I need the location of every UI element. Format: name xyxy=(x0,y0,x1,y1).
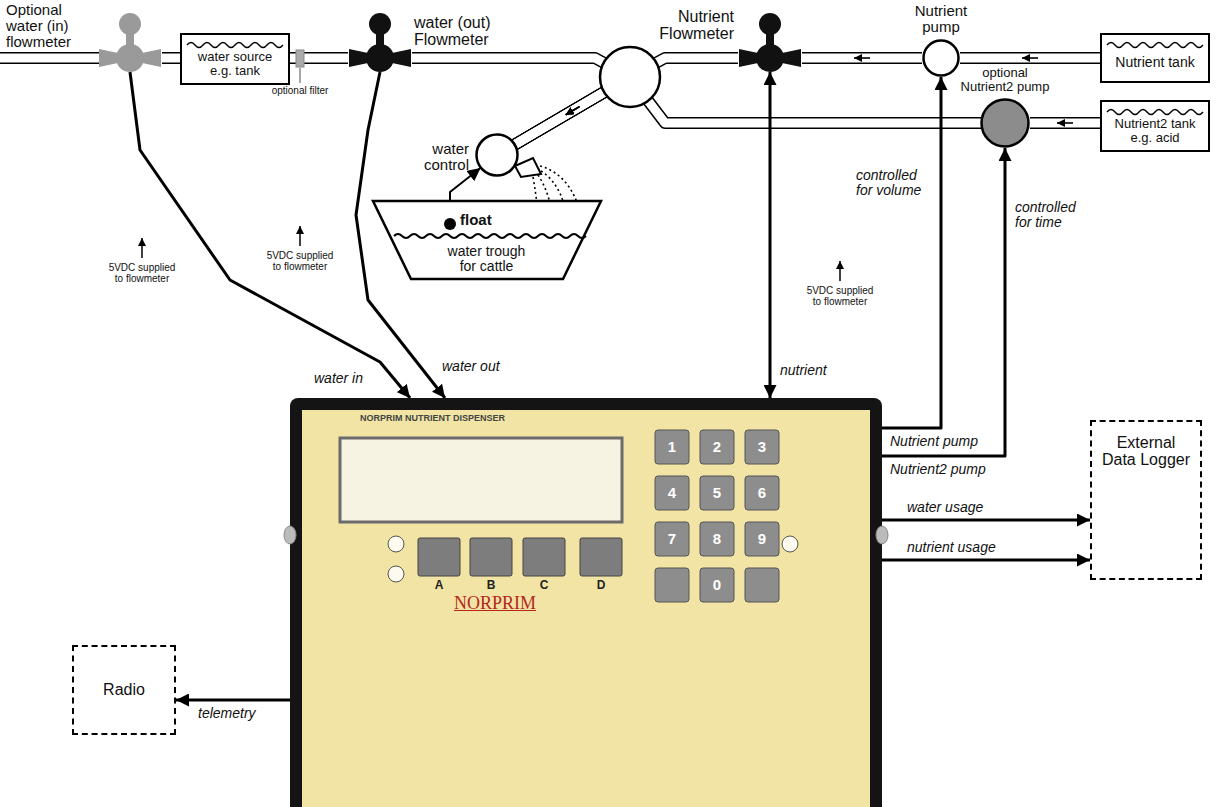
flow-arrow xyxy=(1057,122,1073,124)
pipe xyxy=(802,52,922,64)
node-label: Nutrient pump xyxy=(901,3,981,35)
pipe-inner xyxy=(515,77,981,144)
tank-box: water source e.g. tank xyxy=(180,33,290,85)
supply-arrow xyxy=(299,226,301,246)
signal-wire xyxy=(130,72,410,398)
pump-circle-shape xyxy=(980,98,1030,148)
pipe xyxy=(960,52,1100,64)
edge-label: nutrient usage xyxy=(905,539,998,555)
edge-label: telemetry xyxy=(196,705,258,721)
signal-wire xyxy=(882,77,941,428)
flowmeter: Optional water (in) flowmeter xyxy=(98,12,162,72)
pump-circle-shape xyxy=(922,39,960,77)
supply-note: 5VDC supplied to flowmeter xyxy=(104,262,180,284)
flowmeter: water (out) Flowmeter xyxy=(348,12,412,72)
node-label: float xyxy=(460,212,510,228)
edge-label: water usage xyxy=(905,499,985,515)
flowmeter-shape xyxy=(98,12,162,72)
water-trough: float water trough for cattle xyxy=(372,200,602,280)
node-label: optional Nutrient2 pump xyxy=(955,66,1055,94)
keypad-digit: 9 xyxy=(745,522,779,556)
pipe xyxy=(1030,117,1100,129)
supply-arrow xyxy=(839,261,841,281)
keypad-digit: 1 xyxy=(655,430,689,464)
flow-arrow xyxy=(854,57,870,59)
pump-circle: optional Nutrient2 pump xyxy=(980,98,1030,148)
node-label: water (out) Flowmeter xyxy=(414,14,514,49)
tank-box-shape xyxy=(182,35,292,51)
edge-label: Nutrient2 pump xyxy=(888,461,988,477)
node-label: water trough for cattle xyxy=(439,244,534,274)
keypad-digit: 4 xyxy=(655,476,689,510)
pipe-inner xyxy=(802,54,922,63)
water-control: water control xyxy=(475,133,519,177)
button-letter: C xyxy=(523,579,565,592)
tank-box: Nutrient2 tank e.g. acid xyxy=(1100,100,1210,152)
controller-panel: NORPRIM NUTRIENT DISPENSER NORPRIM 123 456 7… xyxy=(290,398,882,807)
node-label: External Data Logger xyxy=(1098,434,1194,469)
tank-box: Nutrient tank xyxy=(1100,33,1210,83)
pipe xyxy=(162,52,180,64)
pipe-inner xyxy=(960,54,1100,63)
supply-note: 5VDC supplied to flowmeter xyxy=(262,250,338,272)
pump-circle: Nutrient pump xyxy=(922,39,960,77)
mixing-junction xyxy=(600,47,660,107)
edge-label: nutrient xyxy=(778,362,829,378)
part-note: optional filter xyxy=(270,85,330,96)
keypad-digit: 2 xyxy=(700,430,734,464)
radio-box: Radio xyxy=(72,645,176,735)
edge-label: Nutrient pump xyxy=(888,433,980,449)
node-label: NORPRIM NUTRIENT DISPENSER xyxy=(360,414,560,424)
keypad-digit: 7 xyxy=(655,522,689,556)
filter-symbol xyxy=(296,50,304,67)
pipe xyxy=(515,77,981,144)
node-label: Nutrient2 tank e.g. acid xyxy=(1108,117,1202,145)
flow-arrow xyxy=(566,107,580,115)
spray-nozzle xyxy=(515,158,541,177)
pipe-stub xyxy=(0,52,99,64)
keypad-digit: 3 xyxy=(745,430,779,464)
tank-box-shape xyxy=(1102,102,1212,118)
water-control-shape xyxy=(475,133,519,177)
edge-label: water out xyxy=(440,358,502,374)
supply-arrow xyxy=(141,238,143,258)
controller-panel-shape xyxy=(290,398,882,807)
node-label: water control xyxy=(389,141,469,173)
node-label: water source e.g. tank xyxy=(188,50,282,78)
node-label: Optional water (in) flowmeter xyxy=(6,2,94,51)
leader-line xyxy=(299,68,301,83)
button-letter: A xyxy=(418,579,460,592)
keypad-digit: 6 xyxy=(745,476,779,510)
tank-box-shape xyxy=(1102,35,1212,51)
keypad-digit: 5 xyxy=(700,476,734,510)
flow-arrow xyxy=(566,107,580,115)
edge-label: water in xyxy=(312,370,365,386)
signal-wire xyxy=(176,699,290,702)
button-letter: B xyxy=(470,579,512,592)
node-label: Nutrient Flowmeter xyxy=(644,8,734,43)
node-label: NORPRIM xyxy=(440,594,550,613)
signal-wire xyxy=(882,559,1090,562)
flow-arrow xyxy=(1022,57,1038,59)
flowmeter-shape xyxy=(348,12,412,72)
keypad-digit: 8 xyxy=(700,522,734,556)
keypad-digit: 0 xyxy=(700,568,734,602)
flowmeter: Nutrient Flowmeter xyxy=(738,12,802,72)
node-label: Radio xyxy=(103,681,145,698)
signal-wire xyxy=(882,519,1090,522)
control-note: controlled for time xyxy=(1015,200,1095,231)
pipe-inner xyxy=(162,54,180,63)
supply-note: 5VDC supplied to flowmeter xyxy=(802,285,878,307)
pipe-stub-inner xyxy=(0,54,100,63)
flow-arrow xyxy=(566,107,580,115)
button-letter: D xyxy=(580,579,622,592)
control-note: controlled for volume xyxy=(856,168,936,199)
logger-box: External Data Logger xyxy=(1090,420,1202,580)
node-label: Nutrient tank xyxy=(1115,55,1194,70)
flowmeter-shape xyxy=(738,12,802,72)
signal-wire xyxy=(769,72,772,398)
pipe-inner xyxy=(1030,119,1100,128)
